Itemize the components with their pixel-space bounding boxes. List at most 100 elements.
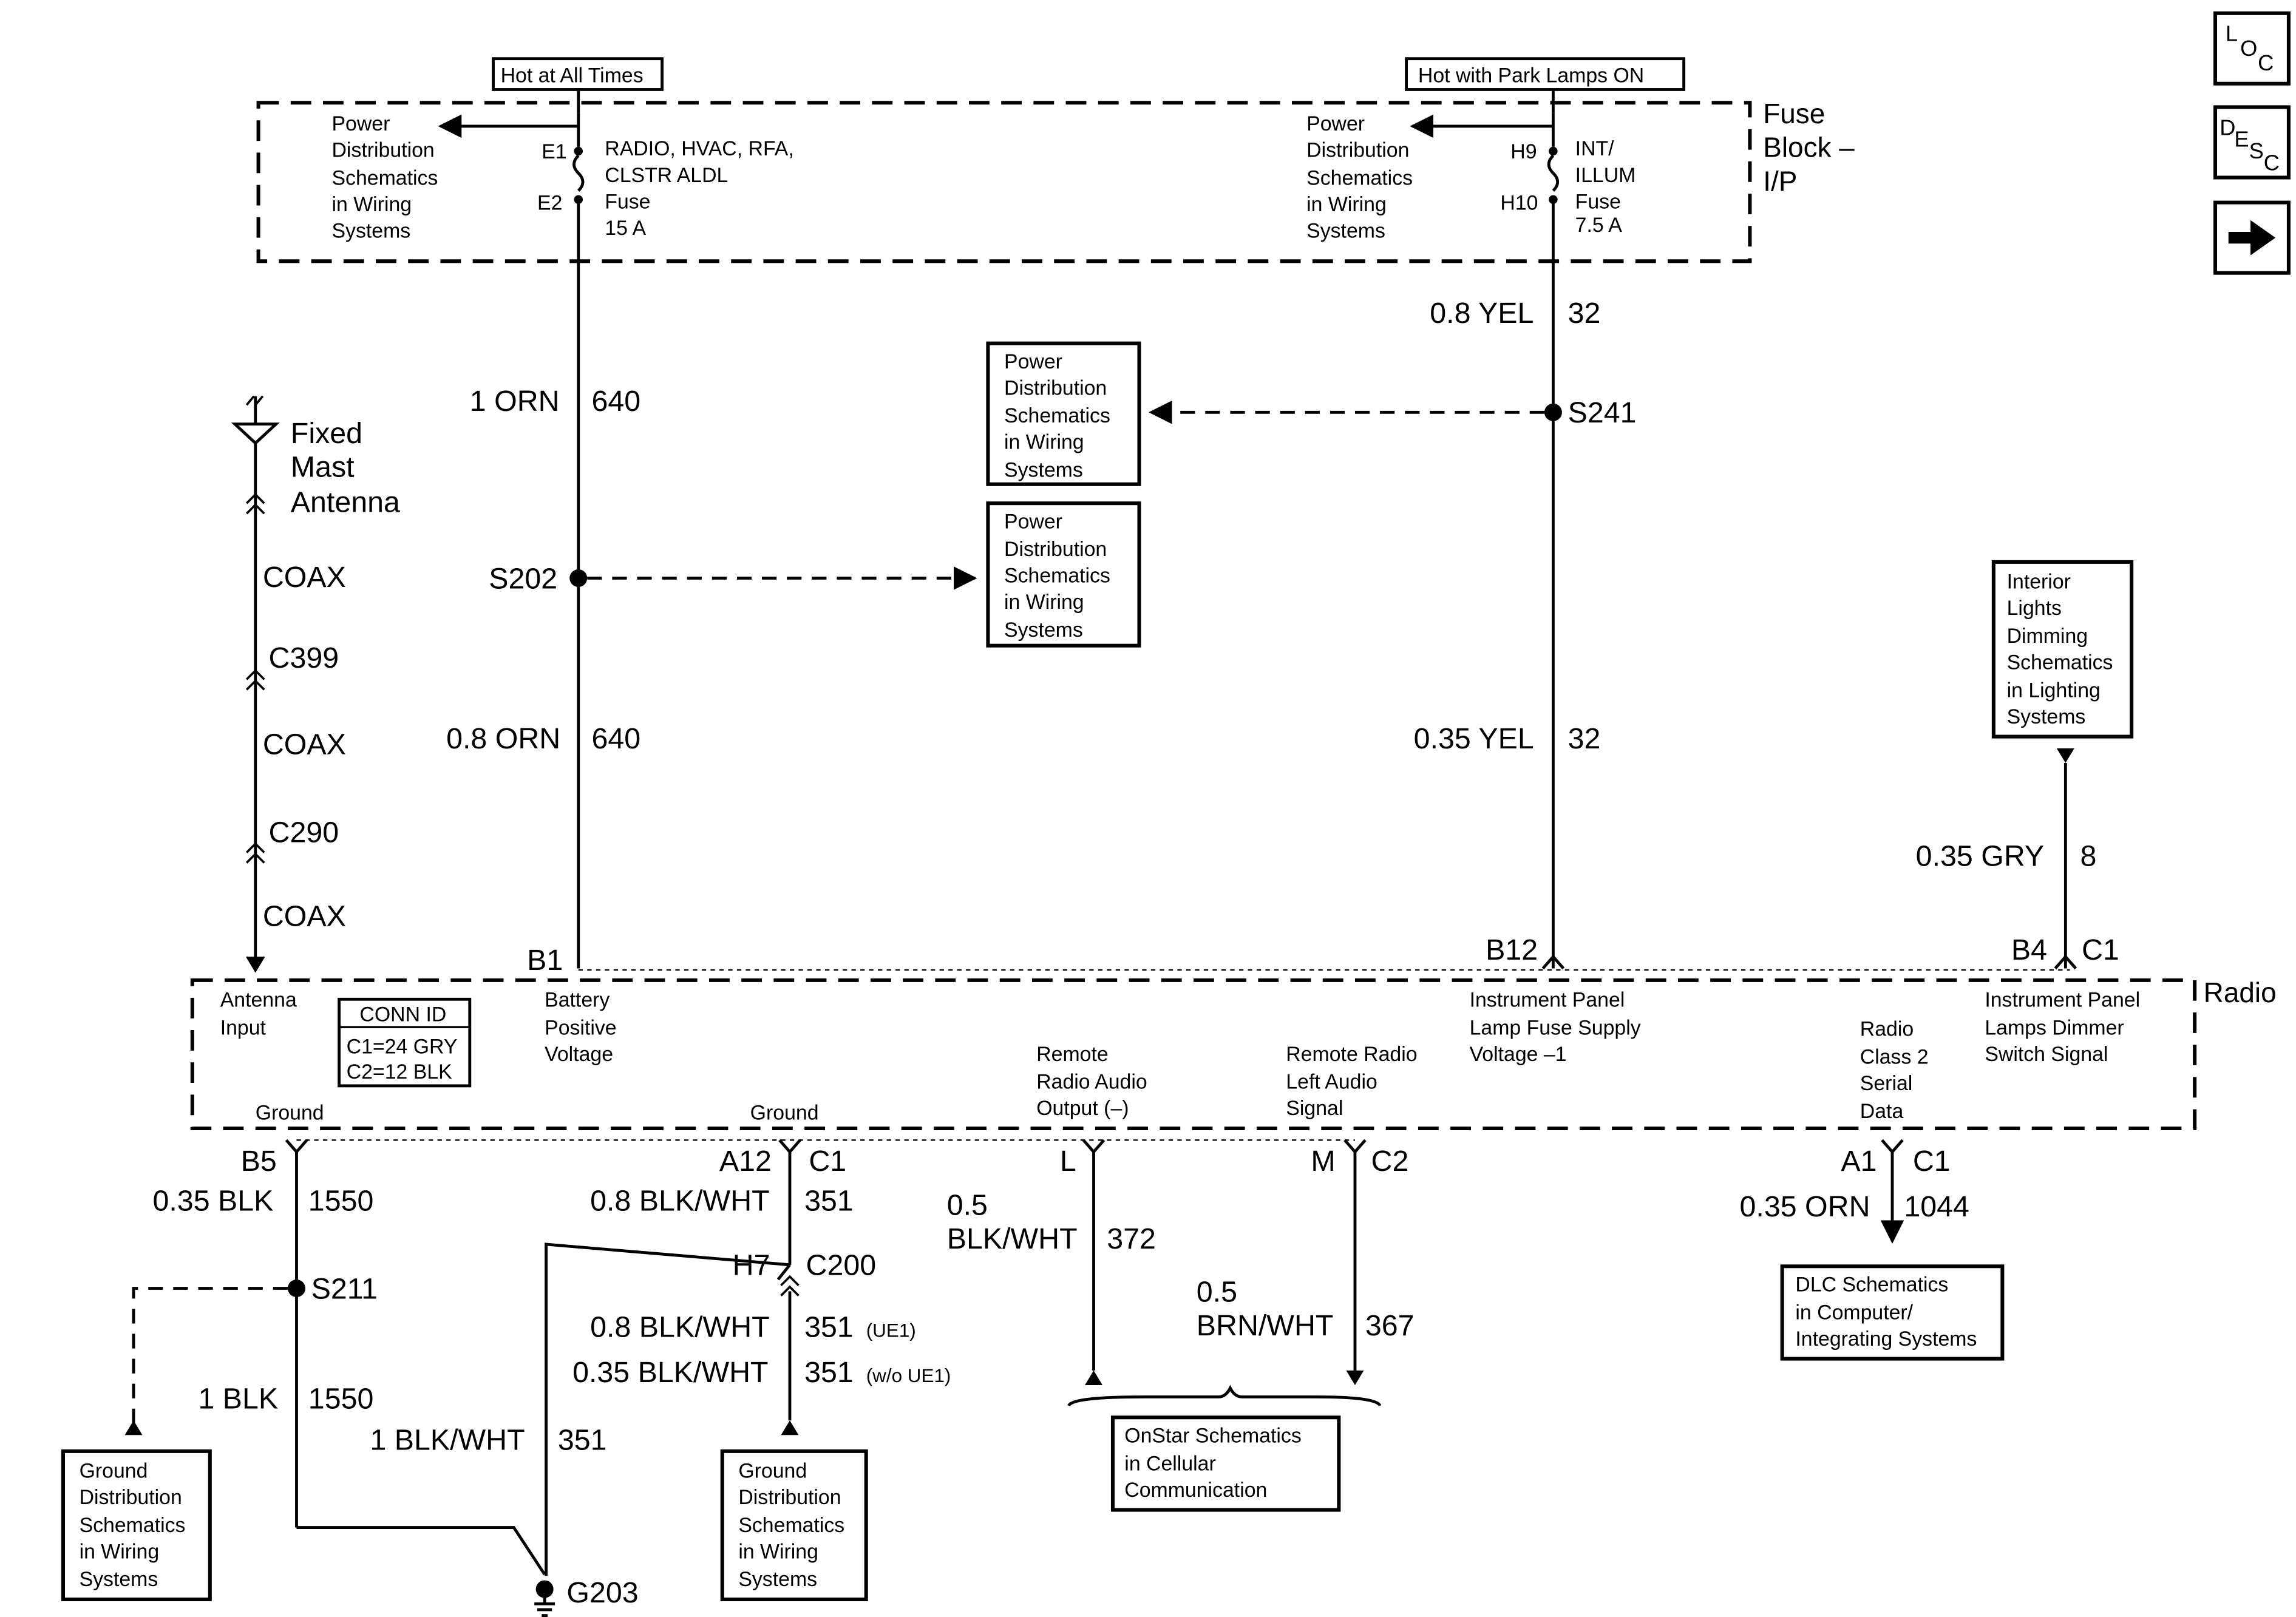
power-distribution-ref-2[interactable]: Power Distribution Schematics in Wiring … (986, 501, 1141, 648)
circuit-367: M C2 0.5 BRN/WHT 367 (1197, 1139, 1415, 1386)
svg-text:(w/o UE1): (w/o UE1) (866, 1365, 951, 1386)
svg-text:351: 351 (804, 1356, 854, 1389)
svg-text:C1: C1 (1913, 1145, 1951, 1178)
svg-text:8: 8 (2080, 839, 2097, 872)
svg-text:B12: B12 (1486, 934, 1538, 966)
antenna-icon (231, 395, 280, 446)
svg-text:Schematics: Schematics (738, 1514, 844, 1537)
svg-text:Voltage: Voltage (545, 1043, 613, 1066)
svg-text:Signal: Signal (1286, 1097, 1343, 1120)
svg-text:372: 372 (1107, 1222, 1156, 1255)
svg-text:Distribution: Distribution (1004, 538, 1107, 561)
fuse-block: Fuse Block – I/P Hot at All Times Hot wi… (256, 57, 1855, 263)
svg-text:0.8 BLK/WHT: 0.8 BLK/WHT (590, 1310, 770, 1343)
svg-text:Power: Power (1004, 510, 1062, 533)
interior-lights-ref[interactable]: Interior Lights Dimming Schematics in Li… (1991, 560, 2134, 739)
svg-text:in Wiring: in Wiring (1306, 193, 1387, 216)
svg-text:Distribution: Distribution (332, 139, 435, 162)
antenna: Fixed Mast Antenna COAX C399 COAX C290 C… (231, 395, 400, 973)
left-power-distribution-ref[interactable]: Power Distribution Schematics in Wiring … (332, 112, 438, 242)
svg-text:in Wiring: in Wiring (80, 1540, 160, 1563)
svg-text:640: 640 (592, 385, 641, 418)
svg-text:CLSTR ALDL: CLSTR ALDL (605, 164, 728, 187)
svg-text:in Wiring: in Wiring (1004, 591, 1084, 614)
svg-text:C: C (2264, 150, 2280, 175)
svg-text:367: 367 (1365, 1309, 1415, 1342)
svg-text:D: D (2220, 115, 2235, 140)
svg-text:Output (–): Output (–) (1036, 1097, 1129, 1120)
svg-text:Remote Radio: Remote Radio (1286, 1043, 1417, 1066)
svg-text:Battery: Battery (545, 988, 610, 1011)
power-distribution-ref-1[interactable]: Power Distribution Schematics in Wiring … (986, 341, 1141, 486)
svg-text:0.8 BLK/WHT: 0.8 BLK/WHT (590, 1184, 770, 1217)
svg-text:S: S (2249, 138, 2264, 163)
svg-text:H7: H7 (733, 1249, 770, 1282)
svg-text:0.35 YEL: 0.35 YEL (1414, 722, 1534, 755)
svg-text:in Computer/: in Computer/ (1795, 1301, 1913, 1324)
svg-text:Power: Power (1306, 112, 1365, 135)
circuit-1044: A1 C1 0.35 ORN 1044 (1740, 1139, 1969, 1244)
svg-text:Systems: Systems (1004, 619, 1083, 642)
svg-text:in Wiring: in Wiring (332, 193, 412, 216)
svg-text:L: L (1060, 1145, 1076, 1178)
svg-text:in Wiring: in Wiring (1004, 431, 1084, 454)
arrow-right-icon[interactable] (2213, 200, 2291, 275)
svg-text:Lamp Fuse Supply: Lamp Fuse Supply (1470, 1016, 1641, 1039)
svg-text:in Cellular: in Cellular (1124, 1452, 1215, 1475)
svg-text:G203: G203 (566, 1576, 638, 1609)
desc-icon[interactable]: D E S C (2213, 105, 2291, 180)
svg-text:Antenna: Antenna (291, 486, 400, 519)
svg-text:COAX: COAX (263, 561, 346, 594)
splice-s241: S241 (1568, 396, 1637, 429)
loc-icon[interactable]: L O C (2213, 11, 2291, 86)
svg-text:Class 2: Class 2 (1860, 1046, 1929, 1069)
svg-text:32: 32 (1568, 722, 1601, 755)
svg-text:Fuse: Fuse (1575, 190, 1621, 213)
ground-distribution-ref-1[interactable]: Ground Distribution Schematics in Wiring… (61, 1449, 212, 1602)
svg-text:B5: B5 (241, 1145, 277, 1178)
dlc-ref[interactable]: DLC Schematics in Computer/ Integrating … (1780, 1264, 2005, 1361)
svg-text:Mast: Mast (291, 451, 355, 484)
svg-text:Instrument Panel: Instrument Panel (1985, 988, 2140, 1011)
svg-text:Data: Data (1860, 1100, 1904, 1123)
svg-text:7.5 A: 7.5 A (1575, 214, 1623, 237)
splice-s202: S202 (489, 562, 557, 595)
svg-text:0.8 ORN: 0.8 ORN (446, 722, 560, 755)
svg-text:E2: E2 (537, 192, 562, 215)
svg-text:0.35 GRY: 0.35 GRY (1916, 839, 2044, 872)
svg-text:0.5: 0.5 (947, 1189, 988, 1222)
svg-text:Integrating Systems: Integrating Systems (1795, 1327, 1977, 1351)
radio-title: Radio (2204, 977, 2277, 1008)
svg-text:1550: 1550 (308, 1184, 374, 1217)
circuit-8: 0.35 GRY 8 B4 C1 (1916, 748, 2119, 970)
svg-text:(UE1): (UE1) (866, 1320, 916, 1341)
svg-text:Systems: Systems (1306, 220, 1385, 243)
svg-text:Distribution: Distribution (738, 1486, 841, 1509)
svg-text:1044: 1044 (1904, 1190, 1969, 1223)
svg-text:I/P: I/P (1763, 165, 1797, 197)
svg-text:ILLUM: ILLUM (1575, 164, 1636, 187)
svg-text:Radio: Radio (1860, 1018, 1914, 1041)
circuit-640: 1 ORN 640 S202 0.8 ORN 640 B1 (446, 261, 977, 977)
svg-text:Schematics: Schematics (1004, 564, 1110, 588)
splice-s211: S211 (311, 1272, 378, 1305)
circuit-32: 0.8 YEL 32 S241 0.35 YEL 32 B12 (1148, 199, 1637, 969)
svg-text:Voltage –1: Voltage –1 (1470, 1043, 1567, 1066)
svg-text:RADIO, HVAC, RFA,: RADIO, HVAC, RFA, (605, 137, 793, 160)
svg-text:Antenna: Antenna (220, 988, 297, 1011)
svg-text:Ground: Ground (256, 1101, 324, 1124)
svg-text:Instrument Panel: Instrument Panel (1470, 988, 1625, 1011)
svg-text:351: 351 (804, 1184, 854, 1217)
svg-text:32: 32 (1568, 297, 1601, 330)
svg-text:B1: B1 (527, 944, 563, 977)
svg-text:Distribution: Distribution (80, 1486, 182, 1509)
ground-distribution-ref-2[interactable]: Ground Distribution Schematics in Wiring… (720, 1449, 868, 1602)
svg-text:Communication: Communication (1124, 1479, 1267, 1502)
svg-text:C2=12 BLK: C2=12 BLK (347, 1060, 452, 1083)
ground-g203: G203 (534, 1576, 639, 1617)
circuit-351: A12 C1 0.8 BLK/WHT 351 H7 C200 0.8 BLK/W… (370, 1139, 951, 1576)
right-power-distribution-ref[interactable]: Power Distribution Schematics in Wiring … (1306, 112, 1413, 242)
svg-text:Power: Power (332, 112, 390, 135)
svg-text:0.35 BLK: 0.35 BLK (152, 1184, 273, 1217)
onstar-ref[interactable]: OnStar Schematics in Cellular Communicat… (1110, 1415, 1341, 1512)
